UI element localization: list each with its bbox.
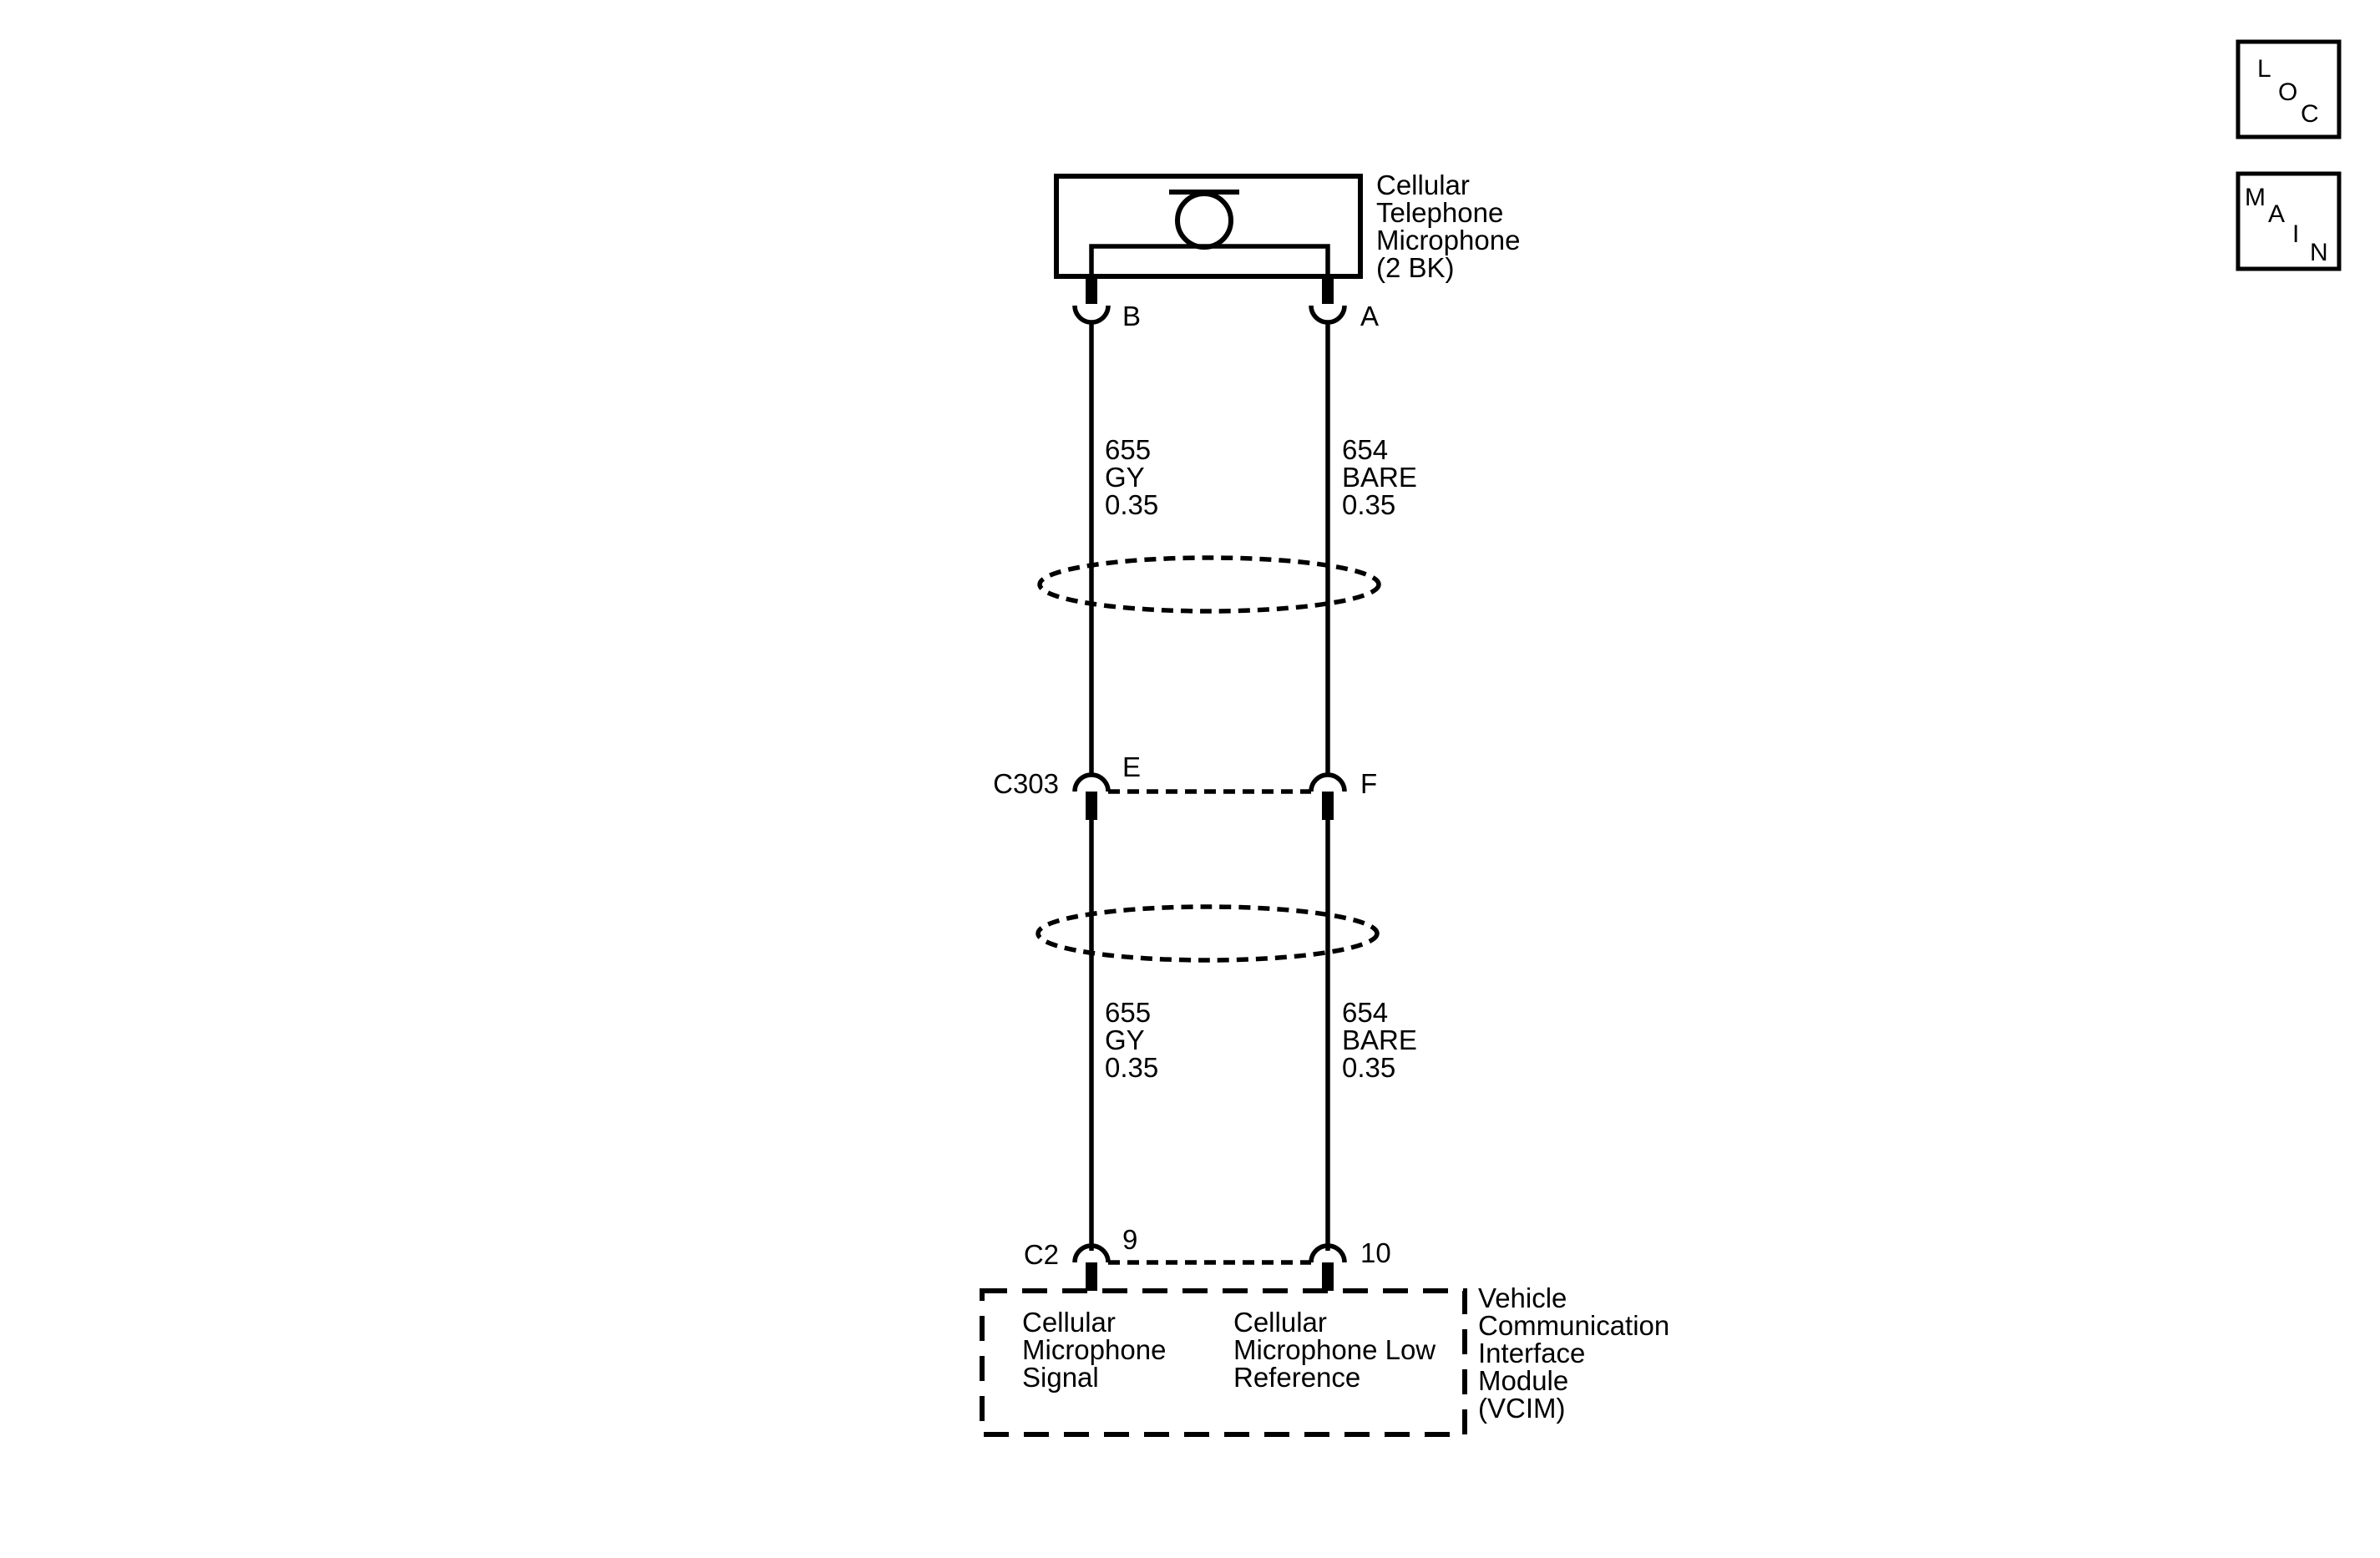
vcim-right-function-line2: Microphone Low xyxy=(1233,1334,1436,1365)
main-letter-m: M xyxy=(2245,184,2266,211)
wire-circuit-label: 655 xyxy=(1105,997,1151,1028)
microphone-component: Cellular Telephone Microphone (2 BK) xyxy=(1054,169,1520,283)
pin-b-terminal xyxy=(1072,305,1111,325)
pin-10-label: 10 xyxy=(1360,1237,1391,1268)
pin-9-label: 9 xyxy=(1122,1224,1137,1255)
wire-label-bottom-left: 655 GY 0.35 xyxy=(1105,997,1158,1083)
vcim-label-line5: (VCIM) xyxy=(1478,1393,1565,1424)
wire-size-label: 0.35 xyxy=(1342,489,1395,520)
main-button[interactable]: M A I N xyxy=(2236,171,2342,271)
pin-f-label: F xyxy=(1360,768,1377,799)
wire-size-label: 0.35 xyxy=(1105,1052,1158,1083)
loc-button[interactable]: L O C xyxy=(2236,39,2342,139)
vcim-right-function-line3: Reference xyxy=(1233,1362,1360,1393)
pin-10-terminal xyxy=(1309,1243,1347,1263)
twisted-pair-shield-lower xyxy=(1036,904,1380,963)
loc-letter-o: O xyxy=(2278,78,2297,106)
vcim-left-function-line2: Microphone xyxy=(1022,1334,1166,1365)
wire-circuit-label: 654 xyxy=(1342,434,1388,465)
vcim-right-function-line1: Cellular xyxy=(1233,1307,1327,1338)
vcim-label-line3: Interface xyxy=(1478,1338,1585,1368)
loc-button-frame[interactable] xyxy=(2236,39,2342,139)
pin-f-terminal xyxy=(1309,772,1347,792)
microphone-label-line2: Telephone xyxy=(1376,197,1503,228)
pin-a-label: A xyxy=(1360,301,1379,331)
wire-size-label: 0.35 xyxy=(1105,489,1158,520)
connector-c303: C303 E F xyxy=(993,751,1377,820)
main-letter-n: N xyxy=(2310,239,2328,266)
wire-circuit-label: 655 xyxy=(1105,434,1151,465)
main-button-frame[interactable] xyxy=(2236,171,2342,271)
pin-e-terminal xyxy=(1072,772,1111,792)
twisted-pair-shield-upper xyxy=(1037,555,1381,614)
wire-color-label: GY xyxy=(1105,1024,1145,1055)
main-letter-i: I xyxy=(2292,220,2299,248)
connector-c2-name: C2 xyxy=(1024,1239,1059,1270)
wire-label-top-right: 654 BARE 0.35 xyxy=(1342,434,1417,520)
microphone-label-line4: (2 BK) xyxy=(1376,252,1455,283)
main-letter-a: A xyxy=(2268,200,2285,228)
vcim-left-function-line3: Signal xyxy=(1022,1362,1099,1393)
vcim-module: Cellular Microphone Signal Cellular Micr… xyxy=(980,1282,1669,1437)
wire-color-label: BARE xyxy=(1342,1024,1417,1055)
pin-e-label: E xyxy=(1122,751,1141,782)
loc-letter-l: L xyxy=(2257,55,2271,83)
wire-circuit-label: 654 xyxy=(1342,997,1388,1028)
vcim-left-function-line1: Cellular xyxy=(1022,1307,1116,1338)
microphone-icon xyxy=(1175,191,1233,250)
vcim-label-line1: Vehicle xyxy=(1478,1282,1567,1313)
microphone-pins: B A xyxy=(1072,276,1379,331)
loc-letter-c: C xyxy=(2301,100,2319,128)
wire-color-label: GY xyxy=(1105,462,1145,493)
pin-b-label: B xyxy=(1122,301,1141,331)
wire-size-label: 0.35 xyxy=(1342,1052,1395,1083)
microphone-internal-wire xyxy=(1089,244,1330,276)
wire-label-bottom-right: 654 BARE 0.35 xyxy=(1342,997,1417,1083)
connector-c2: C2 9 10 xyxy=(1024,1224,1391,1291)
vcim-label-line2: Communication xyxy=(1478,1310,1669,1341)
connector-c303-name: C303 xyxy=(993,768,1059,799)
wire-color-label: BARE xyxy=(1342,462,1417,493)
vcim-module-box xyxy=(980,1288,1467,1437)
microphone-label-line1: Cellular xyxy=(1376,169,1470,200)
microphone-label-line3: Microphone xyxy=(1376,225,1520,255)
microphone-box xyxy=(1054,174,1363,279)
vcim-label-line4: Module xyxy=(1478,1365,1568,1396)
pin-9-terminal xyxy=(1072,1243,1111,1263)
pin-a-terminal xyxy=(1309,305,1347,325)
wire-label-top-left: 655 GY 0.35 xyxy=(1105,434,1158,520)
